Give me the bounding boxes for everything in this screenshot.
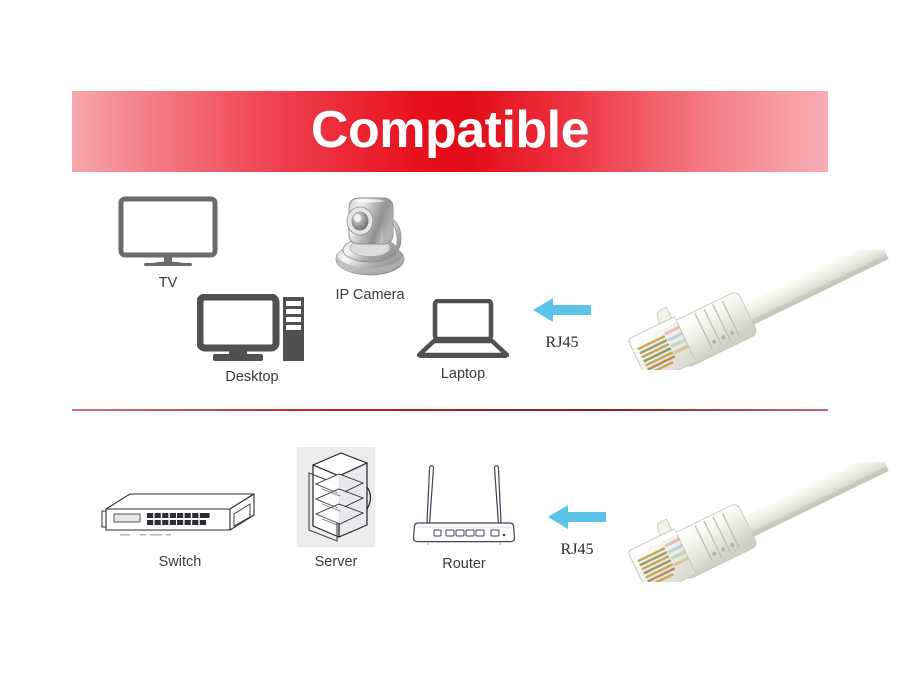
laptop-icon xyxy=(417,299,509,359)
device-switch: Switch xyxy=(100,481,260,570)
device-label: Laptop xyxy=(440,366,486,382)
device-label: TV xyxy=(158,275,178,291)
device-tv: TV xyxy=(118,196,218,291)
left-arrow-icon xyxy=(533,296,591,324)
rj45-connector-bottom: RJ45 xyxy=(545,503,609,559)
ip-camera-icon xyxy=(327,192,413,280)
banner-title: Compatible xyxy=(310,100,590,159)
section-divider xyxy=(72,409,828,411)
device-label: IP Camera xyxy=(335,287,405,303)
device-label: Server xyxy=(314,554,358,570)
device-desktop: Desktop xyxy=(197,294,307,385)
banner: Compatible xyxy=(72,91,828,172)
desktop-computer-icon xyxy=(197,294,307,362)
rj45-cable-icon xyxy=(626,233,900,384)
left-arrow-icon xyxy=(548,503,606,531)
server-rack-icon xyxy=(297,447,375,547)
network-switch-icon xyxy=(100,481,260,547)
device-server: Server xyxy=(297,447,375,570)
device-router: Router xyxy=(408,461,520,572)
device-laptop: Laptop xyxy=(417,299,509,382)
device-label: Switch xyxy=(158,554,202,570)
device-ip-camera: IP Camera xyxy=(327,192,413,303)
device-label: Router xyxy=(442,556,486,572)
rj45-connector-top: RJ45 xyxy=(530,296,594,352)
wifi-router-icon xyxy=(408,461,520,549)
device-label: Desktop xyxy=(225,369,279,385)
rj45-cable-icon xyxy=(626,445,900,596)
rj45-label: RJ45 xyxy=(560,541,594,558)
tv-icon xyxy=(118,196,218,268)
rj45-label: RJ45 xyxy=(545,334,579,351)
